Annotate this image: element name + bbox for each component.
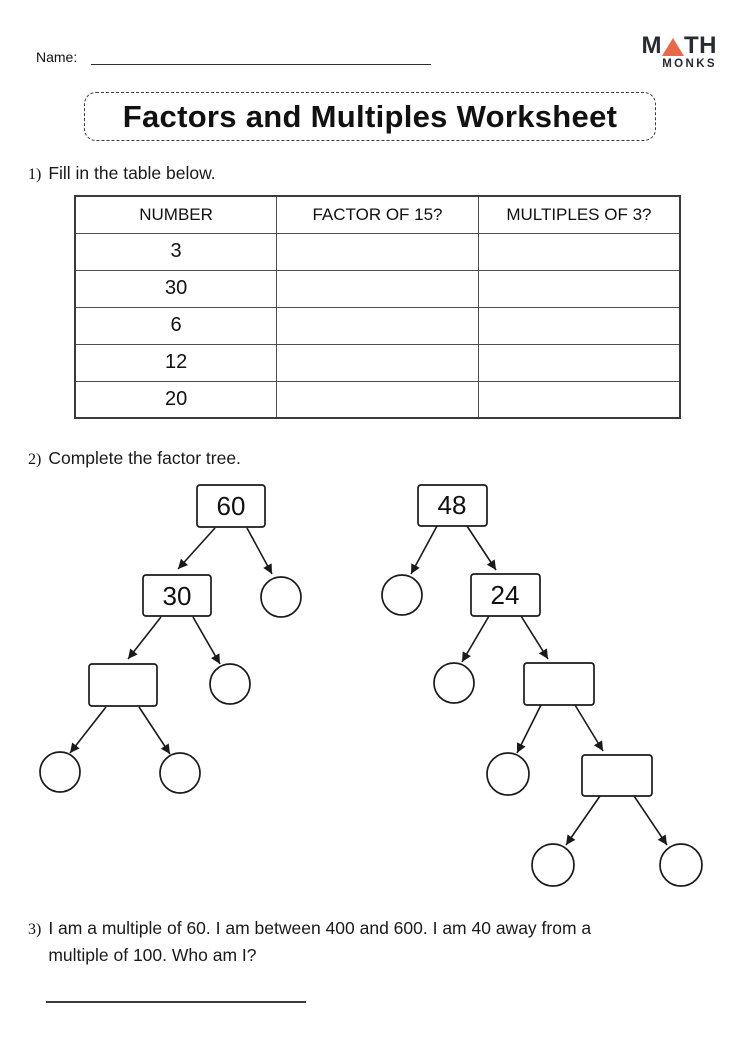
- tree-arrow: [177, 527, 216, 570]
- tree-arrow: [410, 525, 438, 575]
- table-row: 3: [74, 232, 681, 271]
- factor-answer-cell[interactable]: [276, 306, 479, 345]
- question-3-line-2: multiple of 100. Who am I?: [48, 945, 257, 965]
- question-2-prompt: Complete the factor tree.: [48, 448, 241, 468]
- name-blank-line[interactable]: [91, 49, 432, 65]
- tree-arrow: [69, 706, 107, 754]
- table-row: 12: [74, 343, 681, 382]
- col-header-factor: FACTOR OF 15?: [276, 195, 479, 234]
- tree2-root-label: 48: [438, 490, 467, 520]
- question-2-marker: 2): [28, 451, 42, 468]
- logo-letters-th: TH: [684, 32, 717, 59]
- tree1-blank-box[interactable]: [88, 663, 158, 707]
- tree2-blank-box-1[interactable]: [523, 662, 595, 706]
- multiples-answer-cell[interactable]: [477, 306, 681, 345]
- tree2-blank-box-2[interactable]: [581, 754, 653, 797]
- tree2-blank-circle-5[interactable]: [659, 843, 703, 887]
- tree1-child-label: 30: [163, 581, 192, 611]
- factors-multiples-table-wrap: NUMBER FACTOR OF 15? MULTIPLES OF 3? 3 3…: [74, 195, 681, 419]
- question-3-line-1: I am a multiple of 60. I am between 400 …: [48, 918, 592, 938]
- tree-arrow: [466, 525, 497, 571]
- number-cell: 3: [74, 232, 278, 271]
- tree-arrow: [565, 795, 601, 846]
- multiples-answer-cell[interactable]: [477, 343, 681, 382]
- tree-arrow: [574, 704, 604, 752]
- factor-answer-cell[interactable]: [276, 269, 479, 308]
- tree2-blank-circle-4[interactable]: [531, 843, 575, 887]
- multiples-answer-cell[interactable]: [477, 380, 681, 419]
- table-header-row: NUMBER FACTOR OF 15? MULTIPLES OF 3?: [74, 195, 681, 234]
- table-row: 6: [74, 306, 681, 345]
- question-1-marker: 1): [28, 166, 42, 183]
- tree-arrow: [127, 616, 162, 660]
- factor-answer-cell[interactable]: [276, 380, 479, 419]
- logo-letter-m: M: [641, 32, 662, 59]
- col-header-number: NUMBER: [74, 195, 278, 234]
- number-cell: 12: [74, 343, 278, 382]
- title-box: Factors and Multiples Worksheet: [84, 92, 656, 141]
- number-cell: 6: [74, 306, 278, 345]
- name-label: Name:: [36, 49, 78, 65]
- table-row: 30: [74, 269, 681, 308]
- logo-math-word: M TH: [641, 32, 718, 59]
- factor-answer-cell[interactable]: [276, 232, 479, 271]
- factor-trees-diagram: 60 30 48 24: [39, 484, 703, 887]
- tree2-blank-circle-1[interactable]: [381, 574, 423, 616]
- tree1-root-box-60: [196, 484, 266, 528]
- tree1-blank-circle-4[interactable]: [159, 752, 201, 794]
- tree-arrow: [520, 615, 549, 660]
- name-row: Name:: [36, 49, 432, 65]
- logo-monks-word: MONKS: [662, 58, 717, 70]
- answer-blank-line[interactable]: [46, 1001, 306, 1003]
- page-title: Factors and Multiples Worksheet: [122, 98, 618, 134]
- tree2-box-24: [470, 573, 541, 617]
- tree-arrow: [461, 615, 490, 663]
- multiples-answer-cell[interactable]: [477, 232, 681, 271]
- question-3: 3) I am a multiple of 60. I am between 4…: [28, 915, 591, 969]
- question-3-prompt: I am a multiple of 60. I am between 400 …: [48, 915, 591, 969]
- tree2-blank-circle-2[interactable]: [433, 662, 475, 704]
- tree2-child-label: 24: [491, 580, 520, 610]
- question-1: 1) Fill in the table below.: [28, 163, 216, 184]
- tree-arrow: [516, 704, 542, 754]
- col-header-multiples: MULTIPLES OF 3?: [477, 195, 681, 234]
- tree1-blank-circle-3[interactable]: [39, 751, 81, 793]
- table-row: 20: [74, 380, 681, 419]
- tree-arrow: [633, 795, 668, 846]
- number-cell: 30: [74, 269, 278, 308]
- tree1-root-label: 60: [217, 491, 246, 521]
- multiples-answer-cell[interactable]: [477, 269, 681, 308]
- tree2-root-box-48: [417, 484, 488, 527]
- tree-arrow: [192, 616, 221, 665]
- factors-multiples-table: NUMBER FACTOR OF 15? MULTIPLES OF 3? 3 3…: [74, 195, 681, 419]
- math-monks-logo: M TH MONKS: [641, 32, 718, 71]
- tree1-blank-circle-2[interactable]: [209, 663, 251, 705]
- tree-arrow: [138, 706, 171, 755]
- question-2: 2) Complete the factor tree.: [28, 448, 241, 469]
- question-3-marker: 3): [28, 921, 42, 938]
- tree1-blank-circle-1[interactable]: [260, 576, 302, 618]
- number-cell: 20: [74, 380, 278, 419]
- triangle-icon: [662, 38, 684, 56]
- tree2-blank-circle-3[interactable]: [486, 752, 530, 796]
- question-1-prompt: Fill in the table below.: [48, 163, 216, 183]
- tree1-box-30: [142, 574, 212, 617]
- factor-answer-cell[interactable]: [276, 343, 479, 382]
- tree-arrow: [246, 527, 273, 575]
